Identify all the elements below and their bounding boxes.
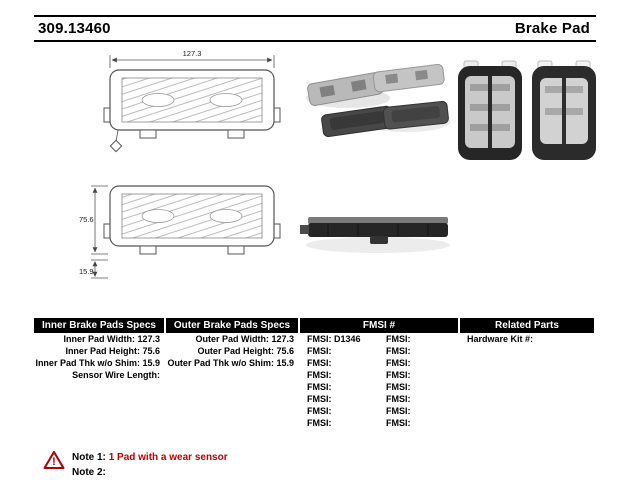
spec-row-inner-thk: Inner Pad Thk w/o Shim: 15.9 (35, 358, 160, 368)
fmsi-row: FMSI: FMSI: (307, 358, 411, 368)
fmsi-column: FMSI # FMSI: D1346 FMSI: FMSI: FMSI: FMS… (300, 318, 458, 429)
svg-text:!: ! (52, 456, 56, 468)
technical-drawing: 127.3 (79, 49, 281, 279)
fmsi-row: FMSI: FMSI: (307, 418, 411, 428)
product-photo-pads-with-shims (458, 60, 596, 160)
product-photo-pad-side (300, 217, 450, 253)
dim-height-label: 75.6 (79, 215, 94, 224)
part-number: 309.13460 (38, 20, 111, 37)
fmsi-row: FMSI: FMSI: (307, 394, 411, 404)
product-type-title: Brake Pad (514, 20, 590, 37)
related-parts-column: Related Parts Hardware Kit #: (460, 318, 594, 429)
dimension-width: 127.3 (109, 49, 275, 68)
fmsi-row: FMSI: FMSI: (307, 370, 411, 380)
outer-specs-column: Outer Brake Pads Specs Outer Pad Width: … (166, 318, 298, 429)
product-photo-pad-set (306, 64, 450, 138)
dim-thickness-label: 15.9 (79, 267, 94, 276)
fmsi-row: FMSI: FMSI: (307, 346, 411, 356)
specs-table: Inner Brake Pads Specs Inner Pad Width: … (34, 318, 596, 429)
hardware-kit-row: Hardware Kit #: (467, 334, 534, 344)
related-parts-header: Related Parts (460, 318, 594, 333)
outer-specs-header: Outer Brake Pads Specs (166, 318, 298, 333)
note-1: Note 1: 1 Pad with a wear sensor (72, 452, 228, 463)
pad-front-view-bottom (103, 185, 281, 255)
note-1-label: Note 1: (72, 452, 106, 463)
note-1-text: 1 Pad with a wear sensor (108, 452, 228, 463)
spec-row-outer-thk: Outer Pad Thk w/o Shim: 15.9 (167, 358, 294, 368)
fmsi-row: FMSI: FMSI: (307, 382, 411, 392)
pad-front-view-top (103, 69, 281, 153)
spec-row-inner-width: Inner Pad Width: 127.3 (63, 334, 160, 344)
spec-row-sensor-wire: Sensor Wire Length: (72, 370, 160, 380)
inner-specs-header: Inner Brake Pads Specs (34, 318, 164, 333)
spec-row-outer-height: Outer Pad Height: 75.6 (197, 346, 294, 356)
fmsi-row: FMSI: FMSI: (307, 406, 411, 416)
note-2: Note 2: (72, 467, 106, 478)
dimension-thickness: 15.9 (79, 259, 108, 279)
dimension-height: 75.6 (79, 185, 108, 255)
fmsi-row: FMSI: D1346 FMSI: (307, 334, 411, 344)
spec-row-outer-width: Outer Pad Width: 127.3 (195, 334, 294, 344)
fmsi-header: FMSI # (300, 318, 458, 333)
spec-row-inner-height: Inner Pad Height: 75.6 (65, 346, 160, 356)
dim-width-label: 127.3 (183, 49, 202, 58)
inner-specs-column: Inner Brake Pads Specs Inner Pad Width: … (34, 318, 164, 429)
note-2-label: Note 2: (72, 467, 106, 478)
warning-triangle-icon: ! (43, 451, 65, 469)
page-header: 309.13460 Brake Pad (34, 15, 596, 42)
